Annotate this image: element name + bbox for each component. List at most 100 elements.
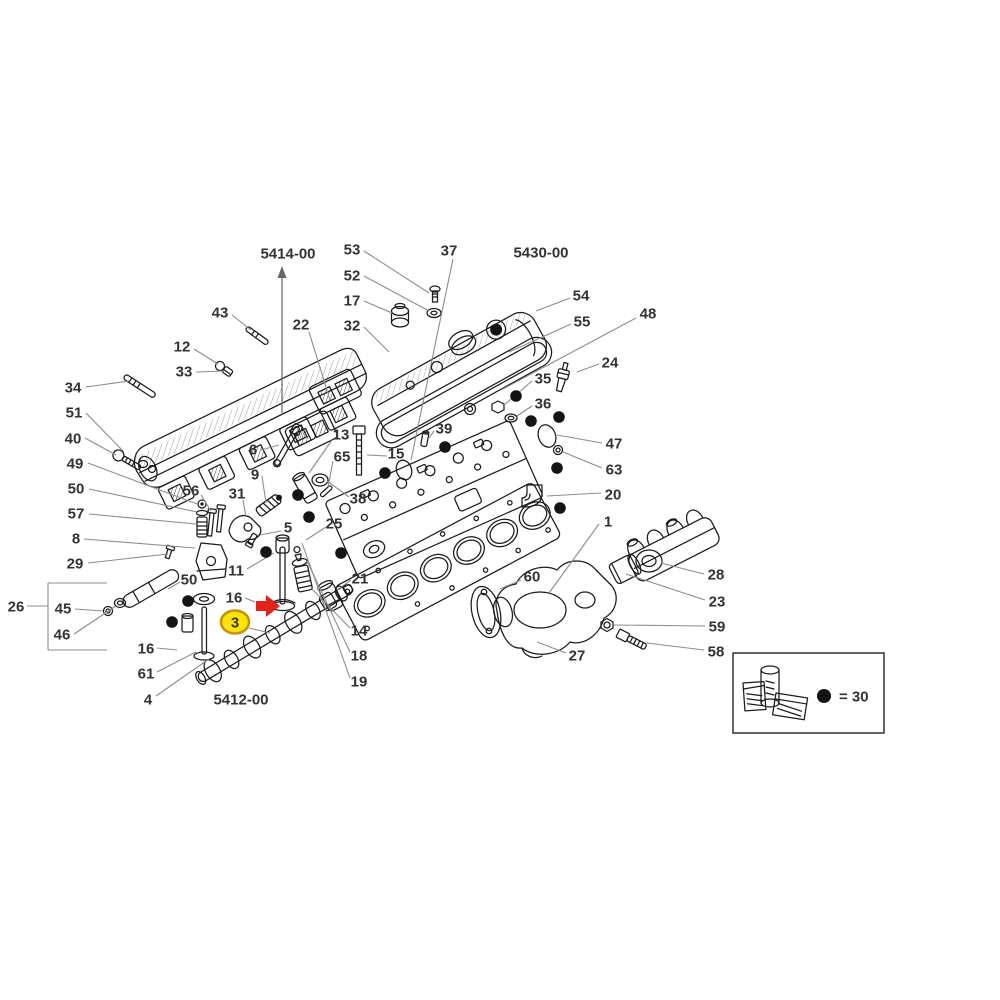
leader-line-31-21 [242,499,247,518]
head-bolt-15 [352,425,366,476]
manifold-gaskets [284,368,362,457]
part-label-13-24[interactable]: 13 [333,426,350,443]
part-label-16-38[interactable]: 16 [138,640,155,657]
quantity-dot-5 [260,546,272,558]
part-label-50-13[interactable]: 50 [68,480,85,497]
part-label-24-44[interactable]: 24 [602,354,619,371]
leader-line-15-27 [366,454,388,457]
part-label-20-49[interactable]: 20 [605,486,622,503]
part-label-29-16[interactable]: 29 [67,555,84,572]
intake-manifold [133,347,367,510]
part-label-8-15[interactable]: 8 [72,530,80,547]
cam-follower [292,471,318,504]
part-label-57-14[interactable]: 57 [68,505,85,522]
part-label-11-31[interactable]: 11 [228,562,244,579]
part-label-21-34[interactable]: 21 [352,570,369,587]
part-label-43-5[interactable]: 43 [212,304,229,321]
manifold-flange-3 [238,436,276,471]
part-label-19-37[interactable]: 19 [351,673,368,690]
leader-line-36-46 [516,405,533,417]
leader-line-53-0 [363,250,430,294]
part-label-32-3[interactable]: 32 [344,317,361,334]
part-label-34-9[interactable]: 34 [65,379,82,396]
leader-line-4-40 [155,658,210,697]
part-label-25-29[interactable]: 25 [326,515,343,532]
part-label-14-35[interactable]: 14 [351,622,368,639]
part-label-55-42[interactable]: 55 [574,313,591,330]
part-label-17-2[interactable]: 17 [344,292,361,309]
legend-dot-symbol [817,689,831,703]
part-label-15-27[interactable]: 15 [388,445,405,462]
part-label-51-10[interactable]: 51 [66,404,83,421]
part-label-38-28[interactable]: 38 [350,490,367,507]
part-label-52-1[interactable]: 52 [344,267,361,284]
bolt-58 [615,628,647,650]
manifold-oval-gasket [470,585,502,639]
highlight-circle[interactable] [219,609,251,635]
legend: = 30 [732,652,885,734]
part-label-18-36[interactable]: 18 [351,647,368,664]
part-label-47-47[interactable]: 47 [606,435,623,452]
part-label-1-50[interactable]: 1 [604,513,612,530]
part-label-27-52[interactable]: 27 [569,647,586,664]
group-label-5430-00[interactable]: 5430-00 [513,244,568,261]
part-label-60-51[interactable]: 60 [524,568,541,585]
tappet-bucket [181,612,194,633]
screw-29 [164,544,176,560]
leader-line-50-13 [88,488,198,513]
part-label-22-8[interactable]: 22 [293,316,310,333]
part-label-65-25[interactable]: 65 [334,448,351,465]
highlight-number[interactable]: 3 [231,614,239,631]
part-label-56-20[interactable]: 56 [183,482,200,499]
part-label-58-56[interactable]: 58 [708,643,725,660]
part-label-48-43[interactable]: 48 [640,305,657,322]
part-label-26-17[interactable]: 26 [8,598,25,615]
part-label-40-11[interactable]: 40 [65,430,82,447]
selection-arrow-icon [256,595,280,617]
quantity-dot-0 [292,489,304,501]
valve-cover-gasket [375,336,553,449]
part-label-4-40[interactable]: 4 [144,691,153,708]
leader-line-54-41 [535,297,571,312]
leader-line-21-34 [336,579,352,591]
part-label-50-33[interactable]: 50 [181,571,198,588]
quantity-dot-7 [166,616,178,628]
part-label-39-26[interactable]: 39 [436,420,453,437]
part-label-6-22[interactable]: 6 [249,441,257,458]
part-label-35-45[interactable]: 35 [535,370,552,387]
part-label-45-18[interactable]: 45 [55,600,72,617]
washer-36 [504,413,518,423]
leader-line-48-43 [500,317,637,391]
leader-line-1-50 [548,523,600,594]
part-label-37-4[interactable]: 37 [441,242,458,259]
leader-line-33-7 [195,370,225,373]
leader-line-6-22 [260,444,280,451]
part-label-53-0[interactable]: 53 [344,241,361,258]
part-label-16-32[interactable]: 16 [226,589,243,606]
part-label-59-55[interactable]: 59 [709,618,726,635]
part-label-5-30[interactable]: 5 [284,519,292,536]
part-label-28-53[interactable]: 28 [708,566,725,583]
part-label-49-12[interactable]: 49 [67,455,84,472]
part-label-33-7[interactable]: 33 [176,363,193,380]
leader-line-16-32 [244,597,256,603]
quantity-dot-3 [439,441,451,453]
leader-line-57-14 [88,513,197,525]
quantity-dot-6 [182,595,194,607]
group-label-5414-00[interactable]: 5414-00 [260,245,315,262]
leader-line-58-56 [646,642,705,651]
manifold-flange-2 [198,455,236,490]
part-label-31-21[interactable]: 31 [229,485,246,502]
nut-45 [102,605,114,617]
part-label-36-46[interactable]: 36 [535,395,552,412]
part-label-46-19[interactable]: 46 [54,626,71,643]
leader-line-23-54 [625,573,706,601]
part-label-23-54[interactable]: 23 [709,593,726,610]
part-label-54-41[interactable]: 54 [573,287,590,304]
part-label-63-48[interactable]: 63 [606,461,623,478]
nut-59 [600,617,614,633]
part-label-12-6[interactable]: 12 [174,338,191,355]
part-label-61-39[interactable]: 61 [138,665,155,682]
part-label-9-23[interactable]: 9 [251,466,259,483]
group-label-5412-00[interactable]: 5412-00 [213,691,268,708]
